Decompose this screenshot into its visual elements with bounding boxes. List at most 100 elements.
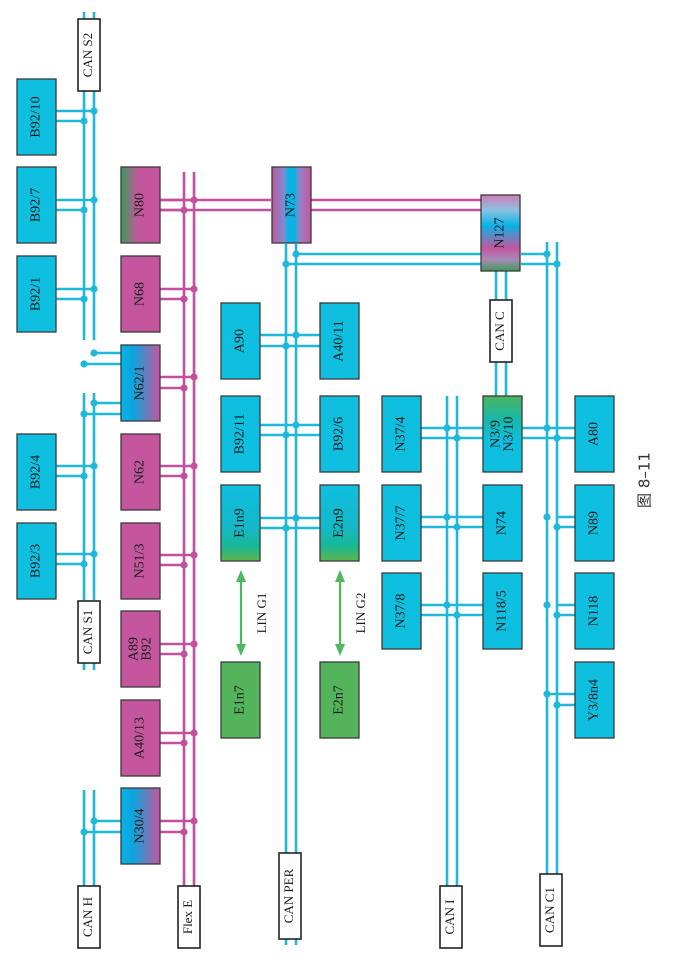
module-box <box>120 699 161 777</box>
junction-dot <box>80 360 88 368</box>
module-e1n9[interactable]: E1n9 <box>220 484 261 562</box>
module-label: N127 <box>493 217 508 248</box>
junction-dot <box>553 434 561 442</box>
bus-tag-label: CAN PER <box>281 868 296 923</box>
module-n30-4[interactable]: N30/4 <box>120 787 161 865</box>
junction-dot <box>180 472 188 480</box>
lin-g1-label: LIN G1 <box>254 593 269 634</box>
module-a40-11[interactable]: A40/11 <box>319 302 360 380</box>
can-per-to-n127 <box>286 252 557 266</box>
module-label: N118/5 <box>495 590 510 631</box>
module-box <box>120 433 161 511</box>
module-a40-13[interactable]: A40/13 <box>120 699 161 777</box>
module-n74[interactable]: N74 <box>482 484 523 562</box>
module-label: N73 <box>284 193 299 217</box>
module-n89[interactable]: N89 <box>574 484 615 562</box>
module-b92-7[interactable]: B92/7 <box>16 166 57 244</box>
bus-tag-box <box>77 885 101 949</box>
lin-g2-label: LIN G2 <box>353 593 368 634</box>
module-box <box>120 344 161 422</box>
module-b92-10[interactable]: B92/10 <box>16 78 57 156</box>
junction-dot <box>180 206 188 214</box>
module-box <box>120 522 161 600</box>
junction-dot <box>543 690 551 698</box>
module-n68[interactable]: N68 <box>120 255 161 333</box>
module-label: N74 <box>495 511 510 535</box>
module-n62[interactable]: N62 <box>120 433 161 511</box>
module-b92-6[interactable]: B92/6 <box>319 395 360 473</box>
module-box <box>16 255 57 333</box>
module-label: E1n7 <box>233 685 248 715</box>
junction-dot <box>80 206 88 214</box>
bus-tag-can-h: CAN H <box>77 885 101 949</box>
junction-dot <box>190 729 198 737</box>
bus-can-i <box>445 396 459 945</box>
module-label: B92/3 <box>29 544 44 578</box>
module-n37-4[interactable]: N37/4 <box>381 395 422 473</box>
bus-can-c1 <box>545 242 559 945</box>
module-b92-11[interactable]: B92/11 <box>220 395 261 473</box>
bus-tag-label: CAN S2 <box>80 33 95 77</box>
junction-dot <box>443 513 451 521</box>
junction-dot <box>180 295 188 303</box>
module-e2n9[interactable]: E2n9 <box>319 484 360 562</box>
bus-tag-can-per: CAN PER <box>278 852 302 940</box>
module-box <box>319 661 360 739</box>
module-e1n7[interactable]: E1n7 <box>220 661 261 739</box>
module-box <box>319 302 360 380</box>
module-n37-8[interactable]: N37/8 <box>381 572 422 650</box>
module-label: N30/4 <box>133 809 148 844</box>
module-n118-5[interactable]: N118/5 <box>482 572 523 650</box>
module-n118[interactable]: N118 <box>574 572 615 650</box>
flex-e-backbone <box>160 198 481 212</box>
junction-dot <box>443 601 451 609</box>
module-label: B92/6 <box>332 417 347 451</box>
module-n51-3[interactable]: N51/3 <box>120 522 161 600</box>
junction-dot <box>90 285 98 293</box>
junction-dot <box>80 472 88 480</box>
module-a80[interactable]: A80 <box>574 395 615 473</box>
module-n73[interactable]: N73 <box>271 166 312 244</box>
module-label: N118 <box>587 596 602 627</box>
module-label: N68 <box>133 282 148 306</box>
bus-tag-label: Flex E <box>180 900 195 934</box>
junction-dot <box>453 523 461 531</box>
module-label: A89 <box>127 637 142 661</box>
module-y3-8n4[interactable]: Y3/8n4 <box>574 661 615 739</box>
bus-tag-box <box>439 885 463 949</box>
module-n127[interactable]: N127 <box>480 194 521 272</box>
module-n37-7[interactable]: N37/7 <box>381 484 422 562</box>
module-a90[interactable]: A90 <box>220 302 261 380</box>
module-label: A90 <box>233 329 248 353</box>
module-b92-1[interactable]: B92/1 <box>16 255 57 333</box>
junction-dot <box>282 342 290 350</box>
module-box <box>220 661 261 739</box>
module-b92-4[interactable]: B92/4 <box>16 433 57 511</box>
bus-tag-box <box>77 600 101 664</box>
module-box <box>482 572 523 650</box>
bus-tag-box <box>177 885 201 949</box>
module-n62-1[interactable]: N62/1 <box>120 344 161 422</box>
module-box <box>574 572 615 650</box>
bus-can-per <box>284 244 298 945</box>
module-box <box>319 395 360 473</box>
module-e2n7[interactable]: E2n7 <box>319 661 360 739</box>
module-n3-9[interactable]: N3/9N3/10 <box>482 395 523 473</box>
junction-dot <box>543 250 551 258</box>
module-label: A40/13 <box>133 717 148 759</box>
junction-dot <box>292 514 300 522</box>
module-b92-3[interactable]: B92/3 <box>16 522 57 600</box>
bus-tag-label: CAN H <box>80 897 95 937</box>
bus-tag-can-s2: CAN S2 <box>77 18 101 92</box>
junction-dot <box>190 640 198 648</box>
module-box <box>16 433 57 511</box>
junction-dot <box>90 196 98 204</box>
module-box <box>319 484 360 562</box>
junction-dot <box>292 250 300 258</box>
junction-dot <box>553 523 561 531</box>
module-n80[interactable]: N80 <box>120 166 161 244</box>
junction-dot <box>180 384 188 392</box>
